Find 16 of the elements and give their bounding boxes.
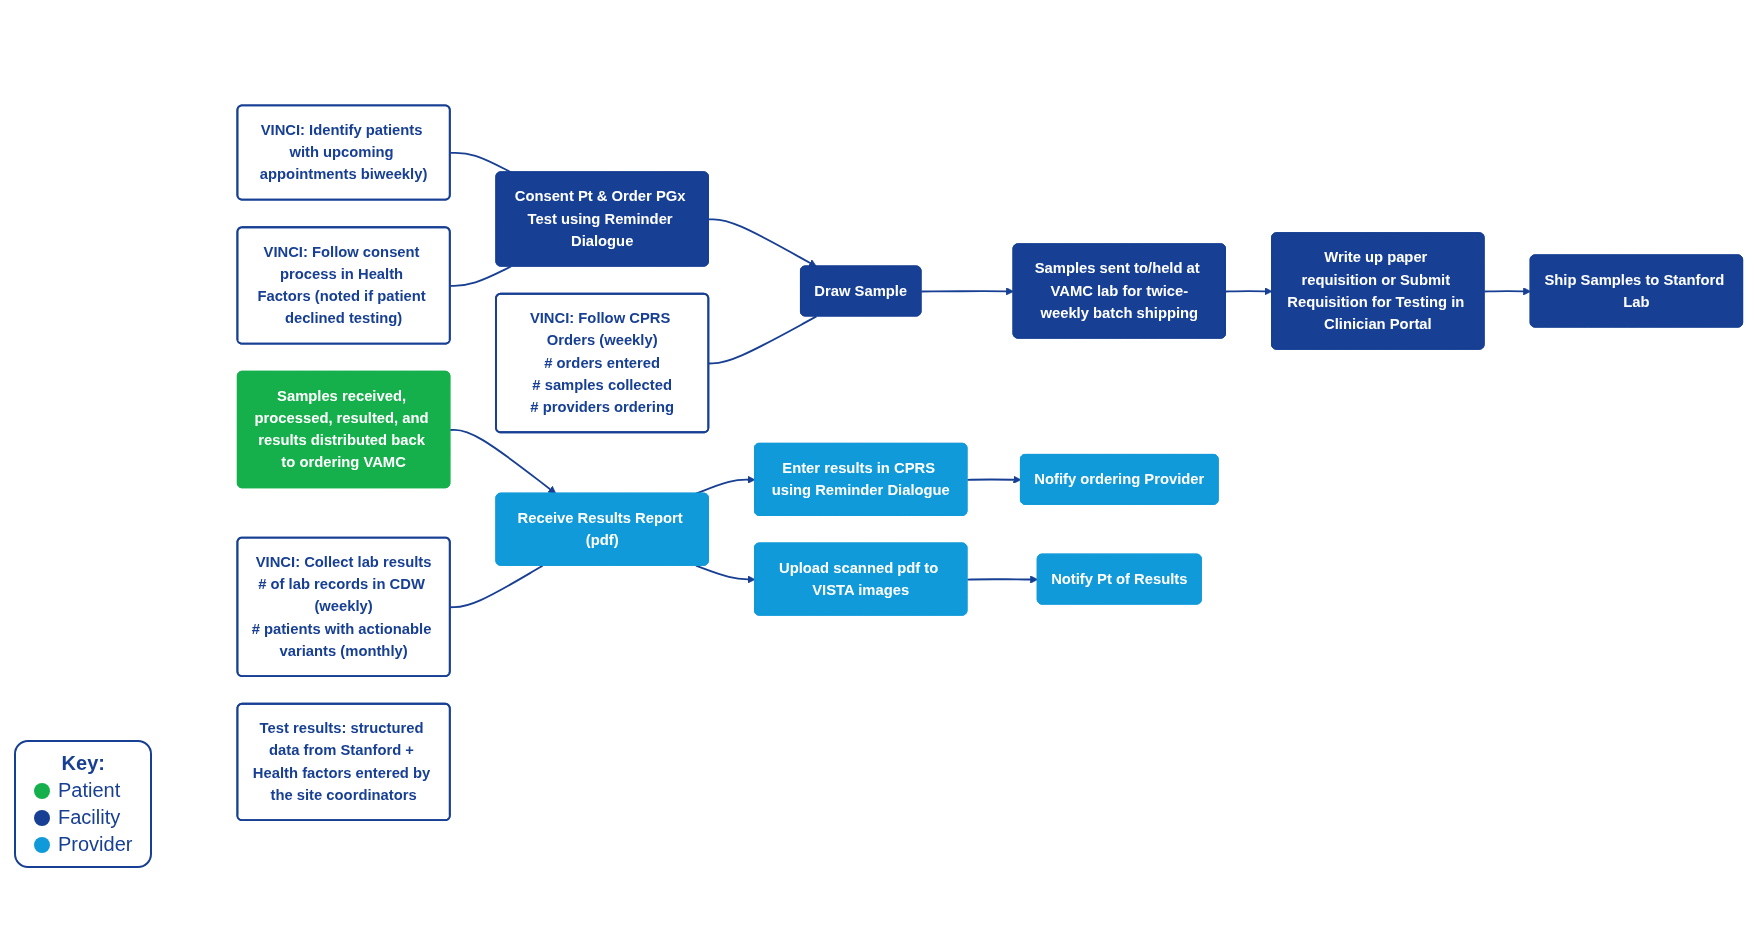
legend-label: Patient [58,779,121,802]
connector [449,565,544,609]
legend-label: Facility [58,806,121,829]
arrow [1483,287,1532,296]
arrow [707,218,817,268]
arrow [695,565,756,584]
arrow [1225,287,1273,296]
arrow [695,475,756,495]
connector [449,265,512,288]
legend-title: Key: [60,752,106,775]
arrow [966,575,1039,584]
connector [449,152,512,174]
legend-label: Provider [58,833,133,856]
arrow [920,287,1014,296]
arrow [966,475,1022,485]
arrow [449,429,557,495]
